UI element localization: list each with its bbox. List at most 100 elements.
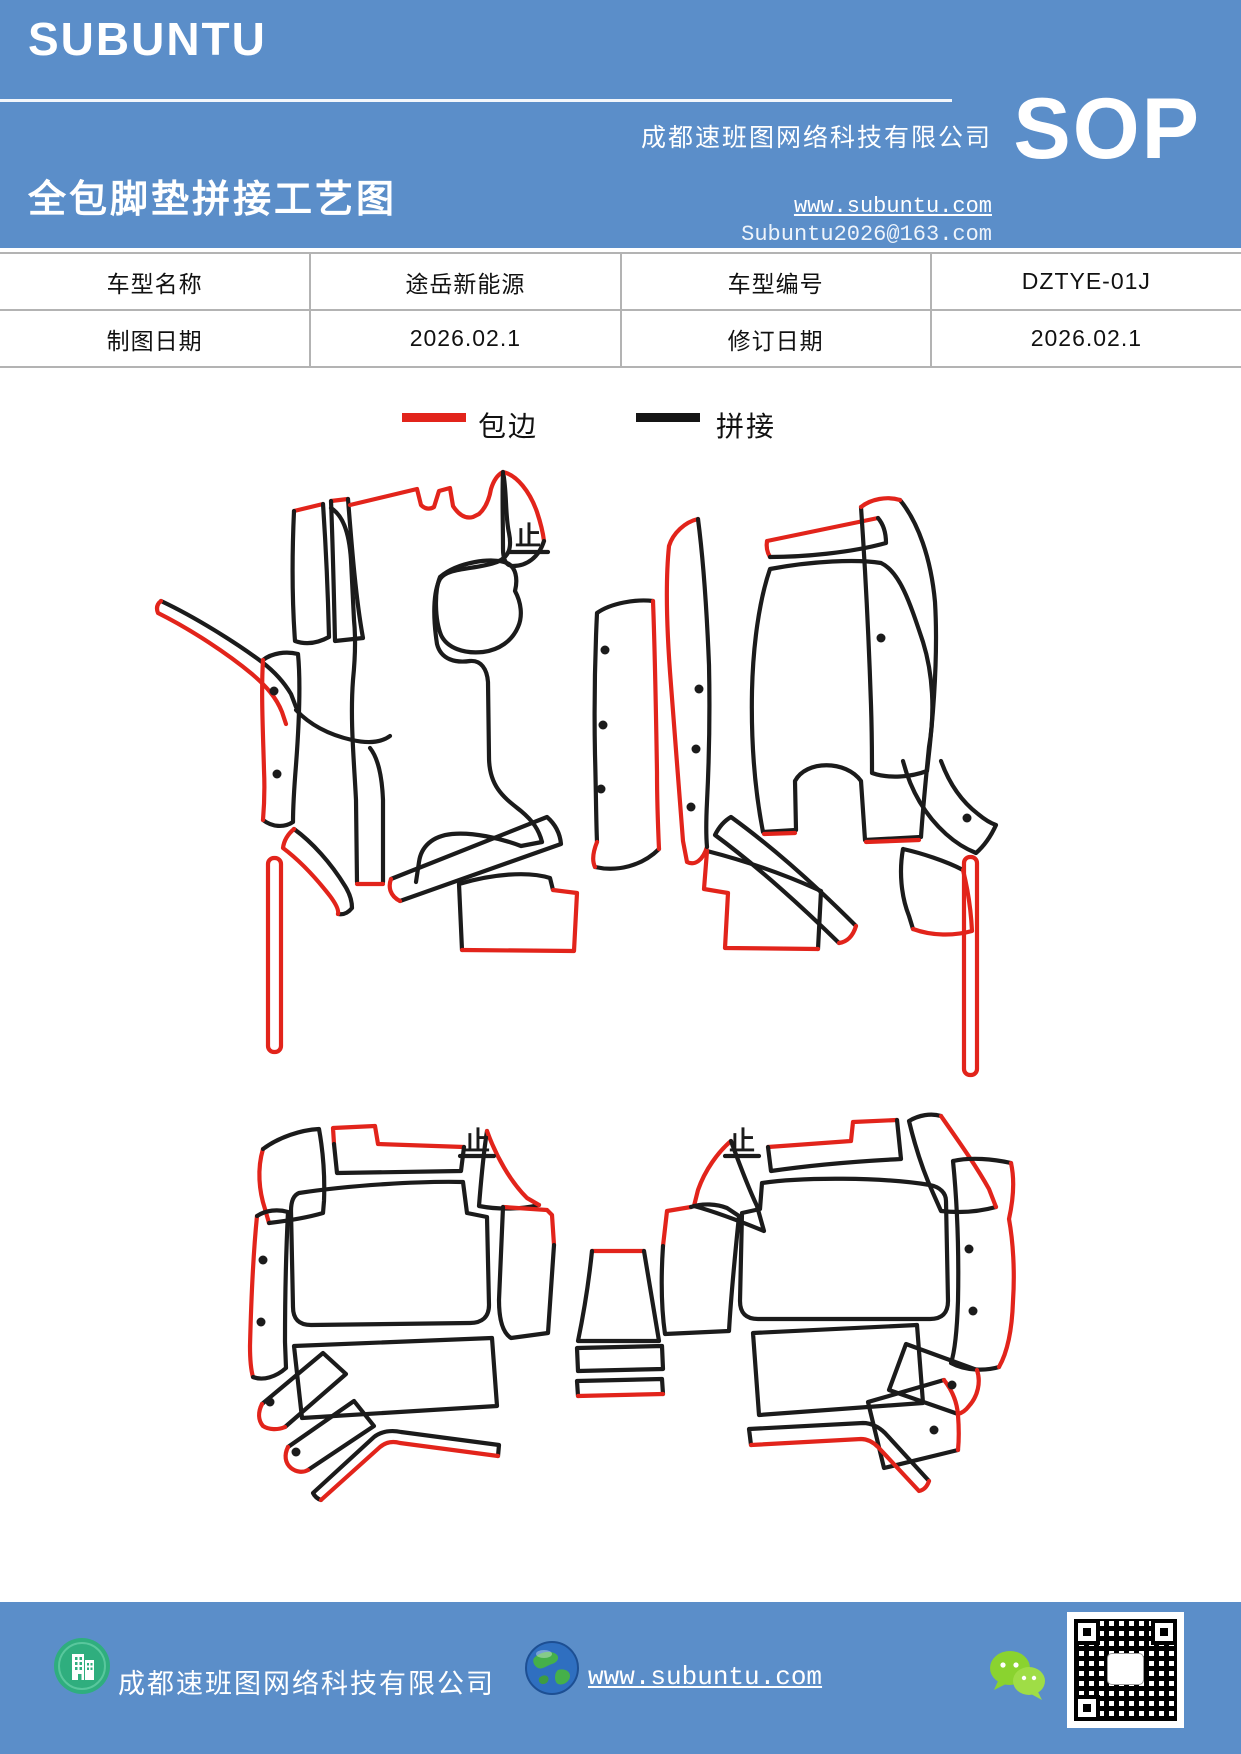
- header-website-link[interactable]: www.subuntu.com: [793, 194, 992, 219]
- mat-piece: [496, 1204, 557, 1341]
- mat-piece: [591, 598, 662, 870]
- mat-piece: [659, 1202, 742, 1337]
- mat-piece: [260, 1126, 327, 1226]
- mat-piece: [310, 1428, 502, 1503]
- mat-piece: [347, 469, 506, 520]
- mat-piece: [746, 1420, 932, 1484]
- mat-piece: [765, 1117, 900, 1150]
- mat-piece: [288, 1179, 492, 1328]
- mat-piece: [257, 1401, 288, 1432]
- mat-piece: [330, 1123, 467, 1150]
- globe-icon: [525, 1641, 579, 1695]
- mat-piece: [291, 501, 326, 514]
- mat-piece: [906, 1112, 999, 1215]
- stop-mark-text: 止: [515, 521, 541, 551]
- header-divider: [0, 99, 952, 102]
- mat-piece: [575, 1248, 662, 1344]
- footer-company-name: 成都速班图网络科技有限公司: [118, 1669, 495, 1699]
- mat-piece: [456, 872, 556, 953]
- mat-piece: [291, 1335, 500, 1421]
- mat-piece: [260, 650, 302, 828]
- mat-piece: [996, 1160, 1016, 1370]
- draw-date-label: 制图日期: [0, 309, 312, 368]
- mat-piece: [265, 855, 284, 1055]
- sop-label: SOP: [1013, 81, 1201, 177]
- model-name-value: 途岳新能源: [309, 252, 622, 311]
- mat-piece: [500, 1204, 557, 1248]
- mat-piece: [948, 1156, 1014, 1372]
- mat-piece: [432, 469, 545, 845]
- mat-piece: [388, 814, 564, 904]
- model-code-label: 车型编号: [619, 252, 932, 311]
- qr-pattern: [1074, 1619, 1177, 1721]
- header-email: Subuntu2026@163.com: [741, 222, 992, 247]
- model-name-label: 车型名称: [0, 252, 312, 311]
- mat-piece: [293, 707, 393, 745]
- mat-piece: [285, 1398, 377, 1473]
- header-company-name: 成都速班图网络科技有限公司: [640, 125, 992, 152]
- mat-piece: [331, 1141, 467, 1176]
- front-left-mat-group: [154, 469, 580, 1055]
- mat-piece: [749, 558, 935, 843]
- mat-piece: [712, 814, 859, 946]
- mat-piece: [660, 1204, 694, 1249]
- mat-piece: [291, 826, 355, 917]
- legend-seam-label: 拼接: [716, 411, 777, 442]
- mat-piece: [250, 1208, 291, 1381]
- mat-piece: [459, 887, 580, 954]
- mat-piece: [280, 826, 341, 917]
- qr-finder-mark: [1151, 1619, 1177, 1645]
- mat-piece: [961, 854, 980, 1078]
- mat-piece: [761, 830, 922, 845]
- mat-piece: [836, 923, 859, 946]
- mat-piece: [328, 496, 351, 504]
- page-title: 全包脚垫拼接工艺图: [28, 179, 398, 221]
- rear-right-mat-group: [659, 1112, 1016, 1494]
- mat-piece: [691, 1138, 734, 1209]
- center-tunnel-group: [574, 1248, 666, 1399]
- mat-piece: [500, 469, 547, 544]
- legend-seam-swatch: [636, 413, 700, 422]
- header-banner: SUBUNTU 全包脚垫拼接工艺图 成都速班图网络科技有限公司 www.subu…: [0, 0, 1241, 248]
- front-right-mat-group: [591, 496, 999, 1078]
- mat-piece: [328, 505, 386, 885]
- mat-piece: [413, 831, 545, 885]
- mat-piece: [484, 1128, 542, 1208]
- mat-piece: [257, 1146, 272, 1226]
- sewing-mark-dots: [256, 633, 978, 1457]
- stop-marks: 止 止 止: [457, 521, 762, 1159]
- revise-date-value: 2026.02.1: [929, 309, 1241, 368]
- mat-piece: [737, 1176, 951, 1322]
- rear-left-mat-group: [247, 1123, 557, 1503]
- mat-piece: [574, 1343, 666, 1374]
- mat-piece: [247, 1213, 260, 1380]
- footer-website-link[interactable]: www.subuntu.com: [588, 1662, 823, 1692]
- mat-piece: [941, 1377, 961, 1453]
- revise-date-label: 修订日期: [619, 309, 932, 368]
- mat-piece: [765, 1117, 904, 1174]
- mat-piece: [938, 1113, 999, 1210]
- mat-piece: [767, 515, 889, 560]
- table-row: 制图日期 2026.02.1 修订日期 2026.02.1: [0, 309, 1241, 368]
- mat-piece: [695, 516, 712, 850]
- mat-piece: [290, 501, 332, 646]
- mat-piece: [574, 1376, 666, 1399]
- mat-piece: [592, 598, 662, 871]
- mat-piece: [575, 1391, 666, 1399]
- wechat-icon: [990, 1651, 1045, 1700]
- mat-piece: [704, 848, 824, 952]
- table-row: 车型名称 途岳新能源 车型编号 DZTYE-01J: [0, 252, 1241, 311]
- legend-binding-swatch: [402, 413, 466, 422]
- qr-code: [1067, 1612, 1184, 1728]
- mat-piece: [900, 758, 999, 856]
- mat-piece: [387, 876, 403, 904]
- mat-piece: [955, 1367, 981, 1417]
- mat-piece: [858, 497, 939, 779]
- mat-piece: [748, 1436, 932, 1494]
- mat-piece: [433, 558, 523, 655]
- mat-piece: [260, 657, 267, 823]
- draw-date-value: 2026.02.1: [309, 309, 622, 368]
- stop-mark-text: 止: [464, 1126, 490, 1156]
- mat-piece: [865, 1377, 961, 1471]
